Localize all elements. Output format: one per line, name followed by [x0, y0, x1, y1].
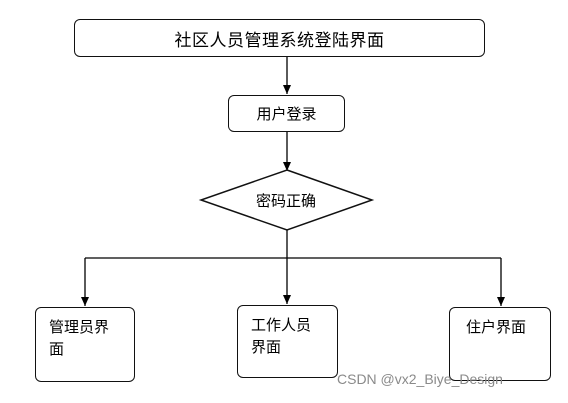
staff-node: 工作人员 界面: [237, 305, 338, 378]
staff-node-label-line-2: 界面: [251, 338, 282, 356]
title-node: 社区人员管理系统登陆界面: [74, 19, 485, 57]
admin-node: 管理员界 面: [35, 307, 135, 382]
decision-node-label: 密码正确: [255, 191, 316, 210]
watermark: CSDN @vx2_Biye_Design: [337, 371, 503, 387]
resident-node-label: 住户界面: [466, 318, 527, 336]
login-node-label: 用户登录: [256, 105, 317, 123]
staff-node-label-line-1: 工作人员: [251, 316, 312, 334]
admin-node-label-line-2: 面: [49, 340, 65, 358]
title-node-label: 社区人员管理系统登陆界面: [174, 30, 385, 51]
resident-node: 住户界面: [449, 307, 551, 381]
admin-node-label-line-1: 管理员界: [49, 318, 110, 336]
decision-node: 密码正确: [201, 172, 371, 228]
login-node: 用户登录: [228, 95, 345, 132]
